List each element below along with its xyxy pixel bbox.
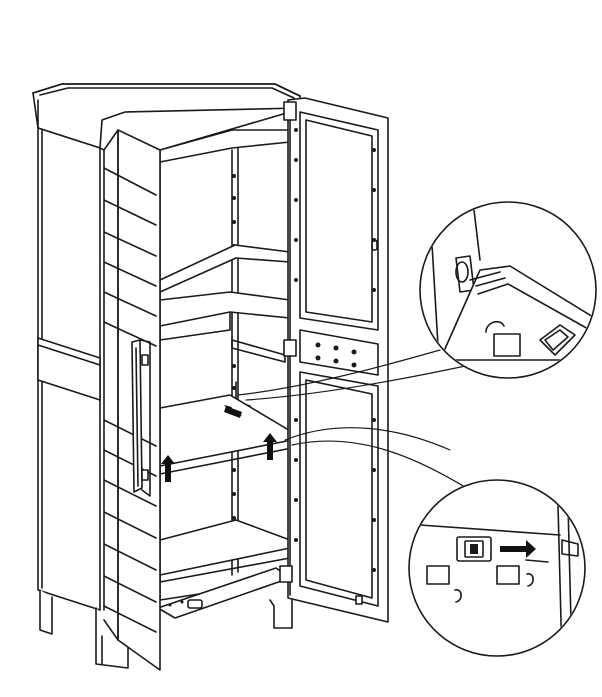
callout-detail-clip-top — [419, 201, 597, 379]
right-door — [279, 97, 389, 623]
callout-detail-clip-bottom — [408, 479, 586, 657]
left-door — [103, 129, 161, 671]
shelf-arrows — [161, 405, 277, 482]
callout-leaders — [237, 349, 471, 491]
cabinet-body — [32, 83, 301, 669]
